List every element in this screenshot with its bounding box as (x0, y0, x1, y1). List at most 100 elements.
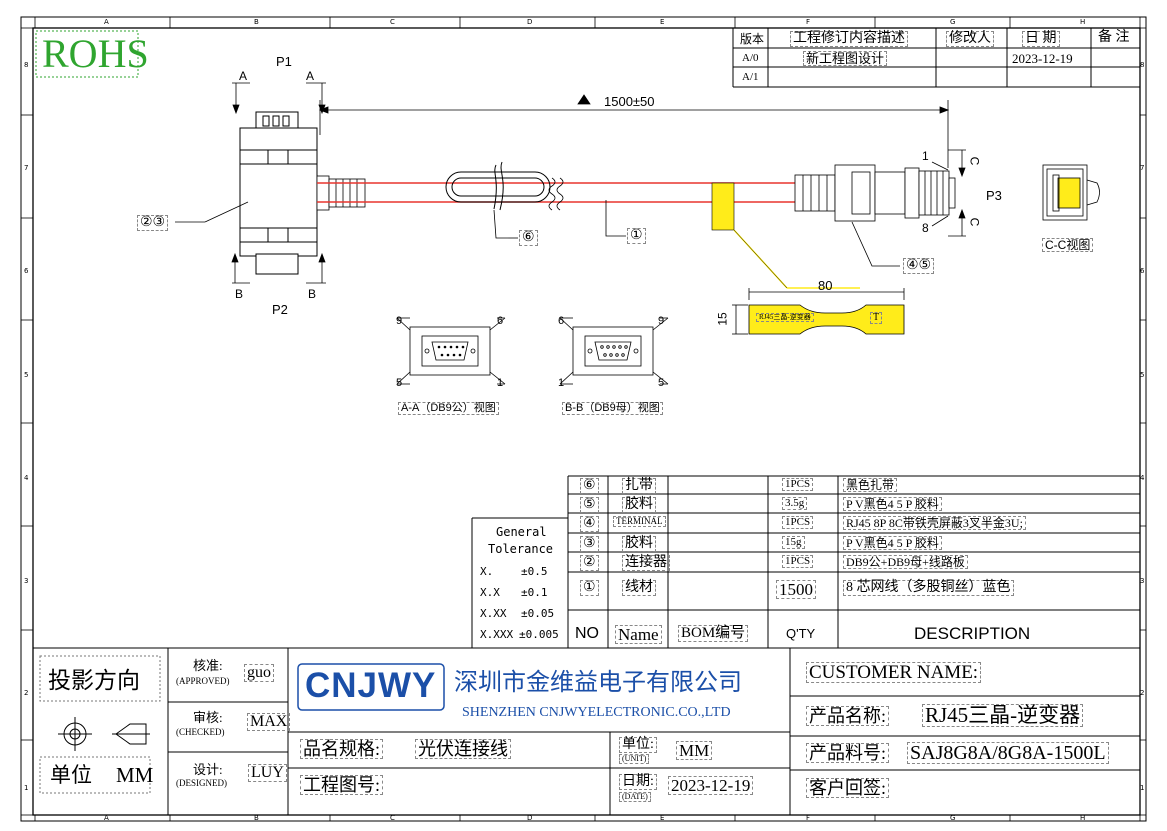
bb-pin-1: 1 (558, 377, 565, 389)
bom-description: P V黑色4 5 P 胶料 (843, 497, 942, 511)
grid-col-D-bottom: D (527, 814, 533, 822)
label-p2: P2 (272, 302, 288, 317)
tolerance-value: ±0.1 (521, 586, 548, 599)
grid-col-G-top: G (950, 18, 956, 26)
unit-value: MM (116, 763, 154, 787)
rev-header-version: 版本 (740, 32, 765, 46)
part-number-value: SAJ8G8A/8G8A-1500L (907, 742, 1109, 764)
part-number-label: 产品料号: (806, 743, 890, 763)
grid-col-F-bottom: F (806, 814, 811, 822)
designed-label: 设计: (193, 762, 223, 777)
rev-header-date: 日 期 (1022, 31, 1060, 47)
grid-row-2-left: 2 (24, 689, 29, 697)
rev-row1-date: 2023-12-19 (1012, 51, 1073, 66)
grid-row-1-right: 1 (1140, 784, 1145, 792)
bom-name: TERMINAL (613, 516, 666, 527)
bom-qty: 1PCS (782, 516, 814, 529)
label-section-a-left: A (239, 69, 248, 83)
cc-view-title: C-C视图 (1042, 238, 1094, 252)
bom-name: 线材 (622, 580, 656, 596)
grid-col-C-top: C (390, 18, 395, 26)
grid-row-3-left: 3 (24, 577, 29, 585)
approved-en: (APPROVED) (176, 676, 230, 686)
wire-label-text: RJ45三晶-逆变器 (756, 313, 814, 322)
label-width-dimension: 80 (818, 278, 833, 293)
checked-label: 审核: (193, 710, 223, 725)
rj45-pin1: 1 (922, 149, 929, 163)
tolerance-digits: X.XX (480, 607, 507, 620)
rev-row1-version: A/0 (742, 52, 759, 64)
grid-col-E-top: E (660, 18, 665, 26)
aa-pin-9: 9 (396, 315, 403, 327)
approved-label: 核准: (193, 658, 223, 673)
grid-row-5-left: 5 (24, 371, 29, 379)
bom-header-name: Name (615, 625, 662, 644)
bom-header-no: NO (575, 625, 599, 642)
checked-en: (CHECKED) (176, 727, 225, 737)
grid-row-7-left: 7 (24, 164, 29, 172)
length-dimension: 1500±50 (604, 94, 655, 109)
bb-view-title: B-B（DB9母）视图 (562, 402, 663, 415)
designed-by: LUY (248, 764, 287, 782)
rj45-pin8: 8 (922, 221, 929, 235)
grid-row-1-left: 1 (24, 784, 29, 792)
bom-header-description: DESCRIPTION (914, 624, 1031, 643)
bom-qty: 15g (782, 536, 805, 549)
bom-description: 8 芯网线（多股铜丝）蓝色 (843, 580, 1014, 596)
grid-row-4-left: 4 (24, 474, 29, 482)
grid-col-E-bottom: E (660, 814, 665, 822)
callout-cable-tie: ⑥ (519, 230, 538, 246)
bom-name: 扎带 (622, 478, 656, 494)
bom-qty: 1PCS (782, 555, 814, 568)
grid-row-6-right: 6 (1140, 267, 1145, 275)
rev-row1-description: 新工程图设计 (803, 51, 888, 66)
product-name-label: 产品名称: (806, 706, 890, 726)
designed-en: (DESIGNED) (176, 778, 227, 788)
label-section-b-right: B (308, 287, 317, 301)
grid-col-D-top: D (527, 18, 533, 26)
bom-description: 黑色扎带 (843, 478, 898, 492)
checked-by: MAX (247, 713, 291, 731)
date-label: 日期: (619, 774, 657, 790)
bom-description: P V黑色4 5 P 胶料 (843, 536, 942, 550)
tolerance-value: ±0.005 (519, 628, 559, 641)
grid-col-H-top: H (1080, 18, 1086, 26)
company-logo: CNJWY (305, 666, 437, 705)
unit2-label: 单位: (619, 737, 657, 753)
grid-row-2-right: 2 (1140, 689, 1145, 697)
projection-label: 投影方向 (48, 668, 140, 693)
wire-label-t: T (870, 312, 883, 324)
bom-no: ③ (580, 536, 599, 552)
bom-no: ⑥ (580, 478, 599, 494)
bom-name: 连接器 (622, 555, 670, 571)
bom-qty: 1500 (776, 580, 816, 599)
bom-header-bom-no: BOM编号 (678, 625, 749, 642)
bom-no: ② (580, 555, 599, 571)
bom-no: ④ (580, 516, 599, 532)
customer-sign-label: 客户回签: (806, 778, 890, 798)
spec-label: 品名规格: (300, 739, 384, 759)
rev-header-remark: 备 注 (1098, 30, 1130, 45)
bom-description: DB9公+DB9母+线路板 (843, 555, 968, 569)
approved-by: guo (244, 664, 274, 682)
date-value: 2023-12-19 (668, 776, 754, 795)
rev-row2-version: A/1 (742, 71, 759, 83)
grid-col-B-bottom: B (254, 814, 259, 822)
callout-rj45: ④⑤ (903, 258, 935, 274)
tolerance-title-1: General (496, 525, 547, 539)
grid-row-8-right: 8 (1140, 61, 1145, 69)
bom-name: 胶料 (622, 536, 656, 552)
bom-name: 胶料 (622, 497, 656, 513)
grid-row-8-left: 8 (24, 61, 29, 69)
bb-pin-5: 5 (658, 377, 665, 389)
grid-col-A-top: A (104, 18, 109, 26)
grid-col-F-top: F (806, 18, 811, 26)
label-p1: P1 (276, 54, 292, 69)
grid-col-G-bottom: G (950, 814, 956, 822)
tolerance-digits: X. (480, 565, 494, 578)
grid-row-6-left: 6 (24, 267, 29, 275)
company-name-en: SHENZHEN CNJWYELECTRONIC.CO.,LTD (462, 705, 731, 720)
unit-label: 单位 (50, 763, 92, 787)
